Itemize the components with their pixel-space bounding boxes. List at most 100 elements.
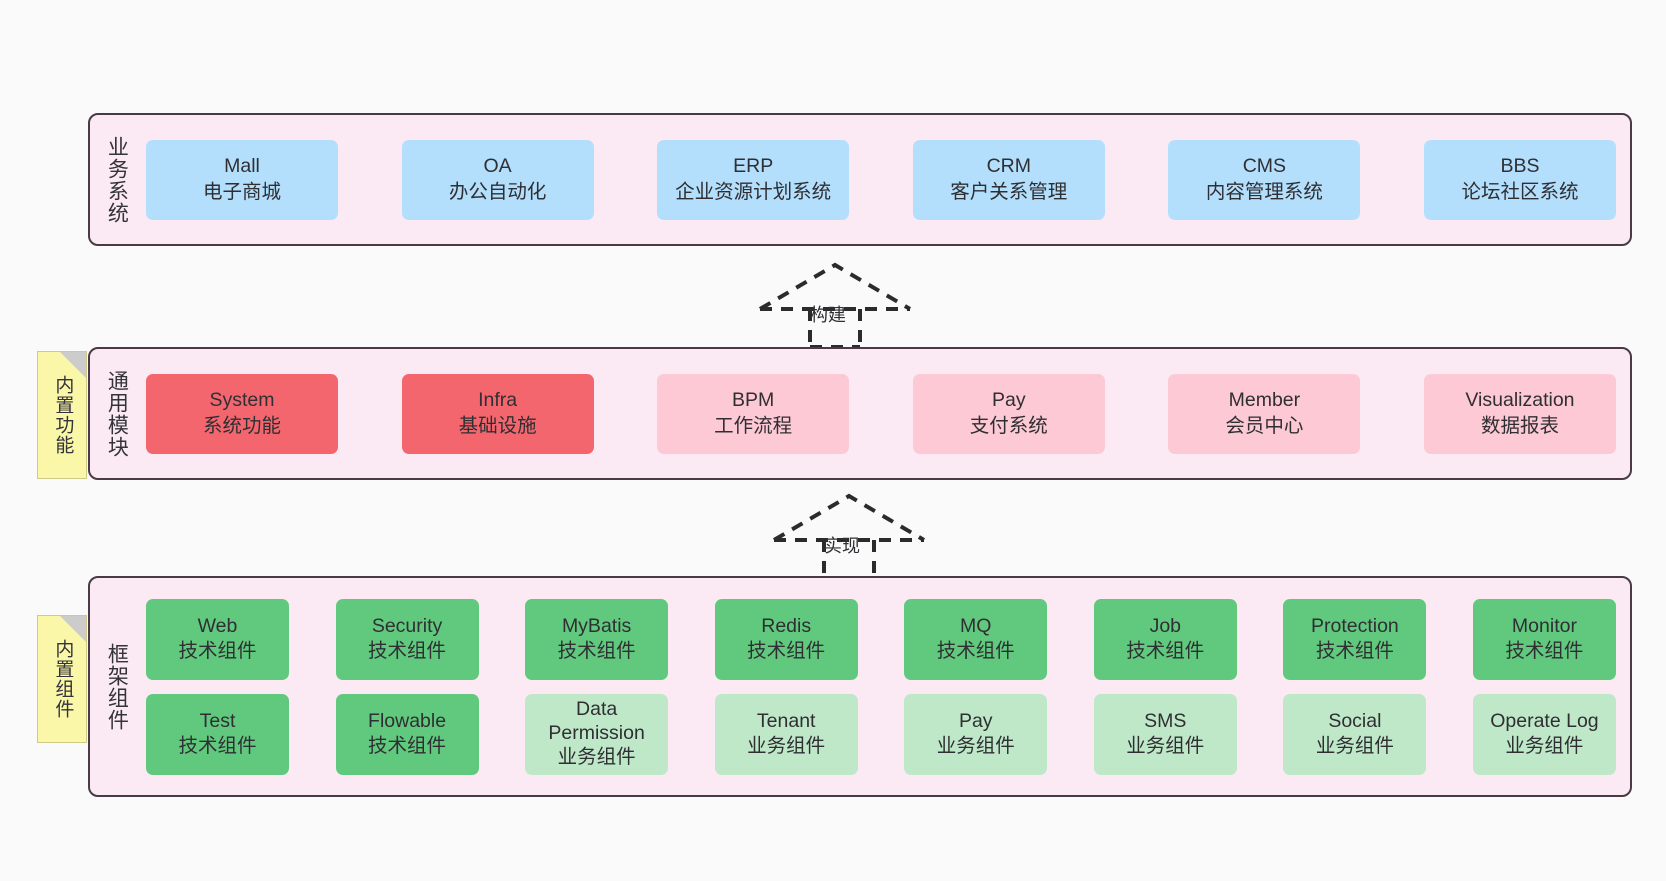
card-cms-cn: 内容管理系统: [1205, 180, 1323, 203]
card-bbs[interactable]: BBS 论坛社区系统: [1423, 139, 1616, 220]
card-pay-module-cn: 支付系统: [969, 414, 1048, 437]
layer-title-business: 业务系统: [105, 135, 129, 224]
card-web-cn: 技术组件: [178, 640, 257, 662]
card-social[interactable]: Social 业务组件: [1283, 693, 1427, 775]
card-crm-en: CRM: [986, 155, 1031, 178]
card-protection[interactable]: Protection 技术组件: [1283, 598, 1427, 680]
layer-common-module: 通用模块 System 系统功能 Infra 基础设施 BPM 工作流程 Pay: [88, 347, 1632, 480]
card-redis-en: Redis: [761, 614, 812, 637]
card-data-permission-en: Data Permission: [548, 698, 645, 745]
card-erp[interactable]: ERP 企业资源计划系统: [657, 139, 850, 220]
card-bpm-cn: 工作流程: [714, 414, 793, 437]
card-member[interactable]: Member 会员中心: [1168, 373, 1361, 454]
card-operate-log[interactable]: Operate Log 业务组件: [1472, 693, 1616, 775]
note-builtin-function: 内置功能: [37, 351, 87, 479]
layer-body-framework: Web 技术组件 Security 技术组件 MyBatis 技术组件 Redi…: [142, 578, 1630, 795]
card-redis-cn: 技术组件: [747, 640, 826, 662]
card-infra[interactable]: Infra 基础设施: [401, 373, 594, 454]
card-erp-en: ERP: [733, 155, 774, 178]
common-card-row: System 系统功能 Infra 基础设施 BPM 工作流程 Pay 支付系统…: [142, 373, 1620, 454]
card-monitor-en: Monitor: [1511, 614, 1577, 637]
framework-tech-row: Web 技术组件 Security 技术组件 MyBatis 技术组件 Redi…: [142, 598, 1620, 680]
card-social-cn: 业务组件: [1315, 735, 1394, 757]
card-crm[interactable]: CRM 客户关系管理: [912, 139, 1105, 220]
card-security-en: Security: [371, 614, 443, 637]
card-mq[interactable]: MQ 技术组件: [904, 598, 1048, 680]
card-pay-component-en: Pay: [958, 709, 993, 732]
card-sms-cn: 业务组件: [1126, 735, 1205, 757]
business-card-row: Mall 电子商城 OA 办公自动化 ERP 企业资源计划系统 CRM 客户关系…: [142, 139, 1620, 220]
card-pay-component-cn: 业务组件: [936, 735, 1015, 757]
card-erp-cn: 企业资源计划系统: [675, 180, 832, 203]
card-mybatis-en: MyBatis: [561, 614, 632, 637]
card-job-cn: 技术组件: [1126, 640, 1205, 662]
connector-build-label: 构建: [810, 305, 846, 325]
card-visualization-cn: 数据报表: [1480, 414, 1559, 437]
card-sms-en: SMS: [1144, 709, 1187, 732]
card-infra-cn: 基础设施: [458, 414, 537, 437]
card-mybatis[interactable]: MyBatis 技术组件: [525, 598, 669, 680]
card-job[interactable]: Job 技术组件: [1093, 598, 1237, 680]
card-flowable[interactable]: Flowable 技术组件: [335, 693, 479, 775]
card-oa[interactable]: OA 办公自动化: [401, 139, 594, 220]
card-web-en: Web: [197, 614, 238, 637]
card-bpm-en: BPM: [732, 389, 775, 412]
card-pay-module-en: Pay: [991, 389, 1026, 412]
card-mall[interactable]: Mall 电子商城: [146, 139, 338, 220]
card-system-en: System: [209, 389, 275, 412]
card-system[interactable]: System 系统功能: [146, 373, 338, 454]
card-social-en: Social: [1328, 709, 1382, 732]
layer-body-common: System 系统功能 Infra 基础设施 BPM 工作流程 Pay 支付系统…: [142, 349, 1630, 478]
card-pay-module[interactable]: Pay 支付系统: [912, 373, 1105, 454]
note-builtin-component-label: 内置组件: [52, 639, 74, 719]
card-mall-en: Mall: [224, 155, 260, 178]
card-bbs-en: BBS: [1500, 155, 1540, 178]
card-job-en: Job: [1149, 614, 1182, 637]
card-flowable-cn: 技术组件: [368, 735, 447, 757]
note-fold-corner-icon: [60, 352, 86, 378]
card-security-cn: 技术组件: [368, 640, 447, 662]
card-cms[interactable]: CMS 内容管理系统: [1168, 139, 1361, 220]
card-redis[interactable]: Redis 技术组件: [714, 598, 858, 680]
card-operate-log-cn: 业务组件: [1505, 735, 1584, 757]
card-monitor[interactable]: Monitor 技术组件: [1472, 598, 1616, 680]
card-tenant-en: Tenant: [756, 709, 816, 732]
card-oa-en: OA: [483, 155, 512, 178]
card-web[interactable]: Web 技术组件: [146, 598, 289, 680]
card-operate-log-en: Operate Log: [1490, 709, 1599, 732]
card-bpm[interactable]: BPM 工作流程: [657, 373, 850, 454]
card-member-en: Member: [1228, 389, 1301, 412]
framework-business-row: Test 技术组件 Flowable 技术组件 Data Permission …: [142, 693, 1620, 775]
card-data-permission-cn: 业务组件: [557, 745, 636, 768]
card-security[interactable]: Security 技术组件: [335, 598, 479, 680]
card-monitor-cn: 技术组件: [1505, 640, 1584, 662]
card-system-cn: 系统功能: [202, 414, 281, 437]
card-tenant[interactable]: Tenant 业务组件: [714, 693, 858, 775]
card-infra-en: Infra: [478, 389, 518, 412]
card-oa-cn: 办公自动化: [448, 180, 547, 203]
layer-title-common: 通用模块: [105, 369, 129, 458]
card-pay-component[interactable]: Pay 业务组件: [904, 693, 1048, 775]
card-mq-en: MQ: [960, 614, 992, 637]
card-member-cn: 会员中心: [1225, 414, 1304, 437]
layer-body-business: Mall 电子商城 OA 办公自动化 ERP 企业资源计划系统 CRM 客户关系…: [142, 115, 1630, 244]
note-builtin-component: 内置组件: [37, 615, 87, 743]
card-protection-en: Protection: [1310, 614, 1399, 637]
card-mq-cn: 技术组件: [936, 640, 1015, 662]
card-crm-cn: 客户关系管理: [950, 180, 1068, 203]
card-mybatis-cn: 技术组件: [557, 640, 636, 662]
card-sms[interactable]: SMS 业务组件: [1093, 693, 1237, 775]
card-flowable-en: Flowable: [368, 709, 447, 732]
note-fold-corner-icon: [60, 616, 86, 642]
card-cms-en: CMS: [1242, 155, 1287, 178]
card-visualization[interactable]: Visualization 数据报表: [1423, 373, 1616, 454]
note-builtin-function-label: 内置功能: [52, 375, 74, 455]
card-data-permission[interactable]: Data Permission 业务组件: [525, 693, 669, 775]
card-protection-cn: 技术组件: [1315, 640, 1394, 662]
connector-implement-label: 实现: [824, 536, 860, 556]
card-test[interactable]: Test 技术组件: [146, 693, 289, 775]
card-mall-cn: 电子商城: [202, 180, 281, 203]
layer-business-system: 业务系统 Mall 电子商城 OA 办公自动化 ERP 企业资源计划系统 CRM: [88, 113, 1632, 246]
connector-implement: 实现: [769, 490, 929, 580]
